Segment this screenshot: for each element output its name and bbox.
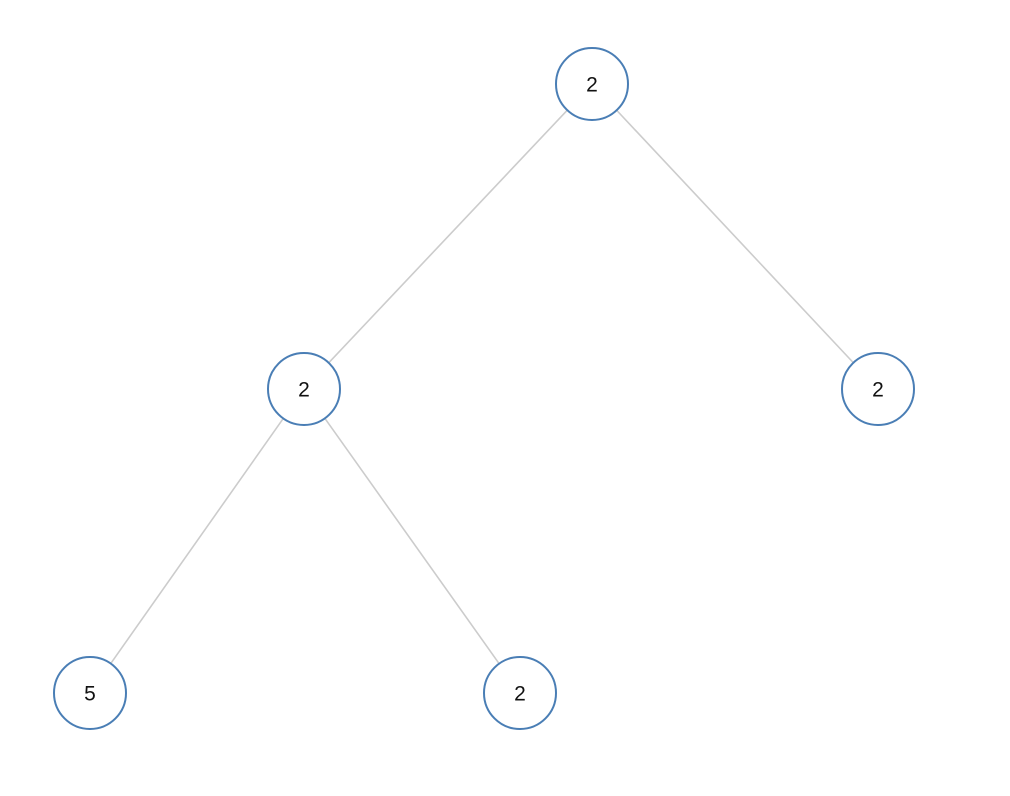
tree-node[interactable]: 2	[483, 656, 557, 730]
tree-edge	[327, 109, 569, 364]
tree-node-label: 5	[84, 683, 96, 706]
tree-node-label: 2	[514, 683, 526, 706]
tree-node-circle[interactable]	[267, 352, 341, 426]
tree-node-label: 2	[586, 74, 598, 97]
tree-edge	[109, 417, 285, 665]
nodes-layer: 2 2 2 5 2	[53, 47, 915, 730]
tree-node-circle[interactable]	[841, 352, 915, 426]
tree-node-label: 2	[298, 379, 310, 402]
tree-node[interactable]: 2	[555, 47, 629, 121]
tree-node[interactable]: 2	[267, 352, 341, 426]
tree-node-circle[interactable]	[53, 656, 127, 730]
tree-node-circle[interactable]	[555, 47, 629, 121]
tree-node-label: 2	[872, 379, 884, 402]
tree-edge	[324, 417, 500, 665]
tree-node-circle[interactable]	[483, 656, 557, 730]
tree-node[interactable]: 5	[53, 656, 127, 730]
tree-node[interactable]: 2	[841, 352, 915, 426]
tree-edge	[615, 109, 855, 364]
edges-layer	[109, 109, 855, 665]
